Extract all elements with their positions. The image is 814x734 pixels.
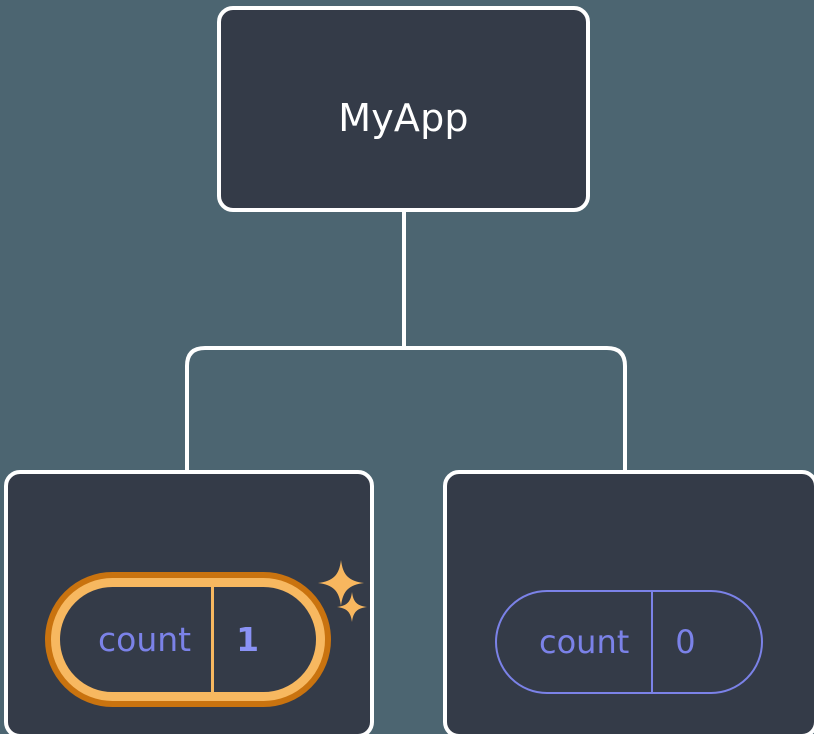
state-value-count-left: 1	[211, 587, 301, 692]
node-myapp[interactable]: MyApp	[217, 6, 590, 212]
state-key-count-left: count	[98, 620, 192, 659]
state-pill-content: count 1	[60, 587, 316, 692]
state-value-count-right: 0	[651, 592, 737, 692]
state-key-count-right: count	[539, 623, 630, 661]
state-pill-outer-ring	[45, 572, 331, 707]
state-pill-inner-ring	[51, 578, 325, 701]
node-myapp-label: MyApp	[338, 96, 469, 140]
connector-child-bus	[185, 346, 627, 470]
state-pill-count-highlighted[interactable]: count 1	[45, 572, 331, 707]
state-pill-count-plain[interactable]: count 0	[495, 590, 763, 694]
